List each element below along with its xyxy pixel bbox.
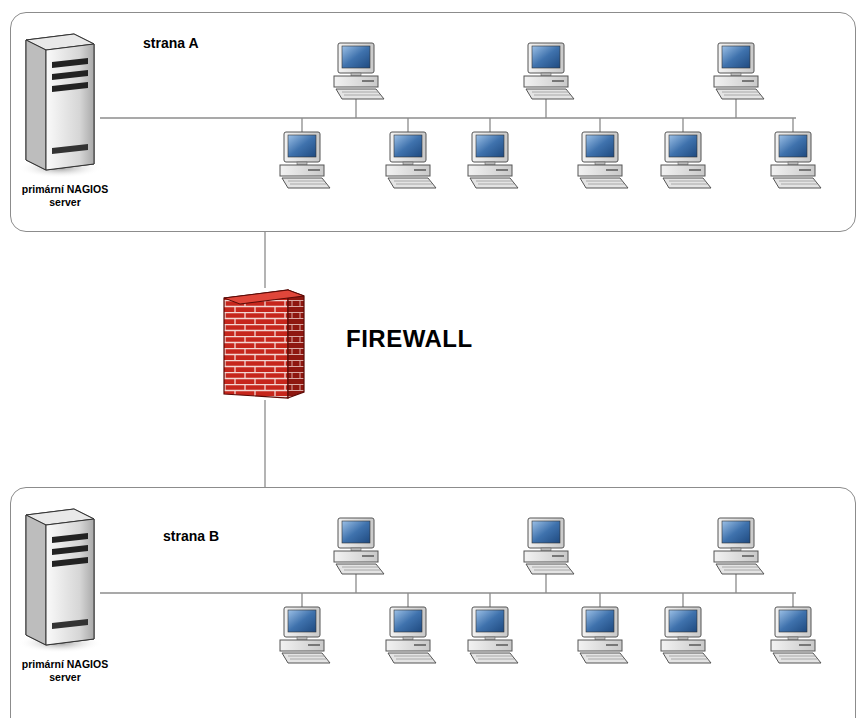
computer-icon bbox=[334, 43, 384, 99]
computer-icon bbox=[524, 43, 574, 99]
computer-icon bbox=[280, 607, 330, 663]
firewall-label: FIREWALL bbox=[346, 325, 473, 353]
bus-wires bbox=[100, 573, 796, 607]
server-node: primární NAGIOS server bbox=[15, 31, 121, 221]
server-node: primární NAGIOS server bbox=[15, 506, 121, 696]
computer-icon bbox=[524, 518, 574, 574]
computer-icon bbox=[468, 132, 518, 188]
site-panel: strana B primární NAGIOS server bbox=[10, 487, 856, 718]
computer-icon bbox=[771, 607, 821, 663]
computer-icon bbox=[578, 607, 628, 663]
network-link bbox=[264, 400, 265, 487]
computer-icon bbox=[714, 43, 764, 99]
computer-icon bbox=[280, 132, 330, 188]
site-panel: strana A primární NAGIOS server bbox=[10, 12, 856, 232]
server-label: primární NAGIOS server bbox=[15, 658, 115, 684]
firewall-icon bbox=[224, 290, 304, 398]
side-a-network bbox=[18, 34, 821, 188]
computer-icon bbox=[334, 518, 384, 574]
computer-icon bbox=[714, 518, 764, 574]
site-heading: strana B bbox=[163, 528, 219, 544]
computer-icon bbox=[771, 132, 821, 188]
computer-icon bbox=[661, 607, 711, 663]
computer-icon bbox=[661, 132, 711, 188]
server-icon bbox=[18, 509, 102, 653]
computer-icon bbox=[468, 607, 518, 663]
firewall-node: FIREWALL bbox=[222, 288, 522, 400]
bus-wires bbox=[100, 98, 796, 132]
side-b-network bbox=[18, 509, 821, 663]
site-heading: strana A bbox=[143, 35, 199, 51]
computer-icon bbox=[578, 132, 628, 188]
computer-icon bbox=[386, 607, 436, 663]
server-label: primární NAGIOS server bbox=[15, 183, 115, 209]
network-link bbox=[264, 232, 265, 288]
computer-icon bbox=[386, 132, 436, 188]
server-icon bbox=[18, 34, 102, 178]
